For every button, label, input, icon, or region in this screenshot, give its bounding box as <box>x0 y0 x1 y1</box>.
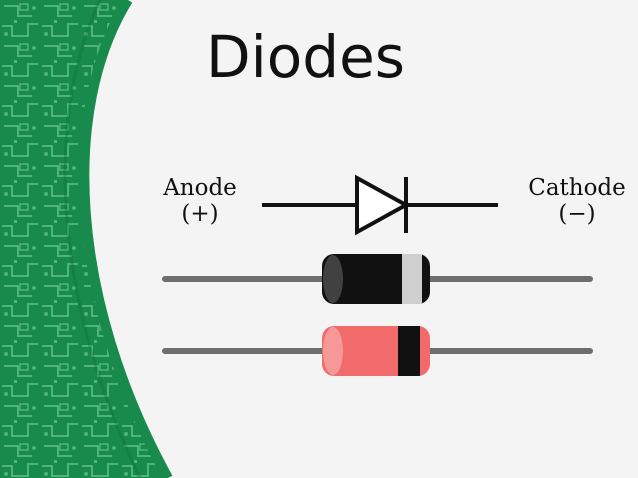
pcb-edge-curve <box>79 0 173 478</box>
anode-polarity: (+) <box>181 201 219 227</box>
cathode-polarity: (−) <box>558 201 596 227</box>
page-title: Diodes <box>206 23 405 91</box>
anode-label-group: Anode (+) <box>152 175 248 227</box>
cathode-label-group: Cathode (−) <box>516 175 638 227</box>
anode-label: Anode <box>163 175 237 201</box>
red-diode-component <box>162 326 593 376</box>
cathode-label: Cathode <box>528 175 626 201</box>
black-diode-component <box>162 254 593 304</box>
diode-schematic-symbol <box>262 174 498 236</box>
